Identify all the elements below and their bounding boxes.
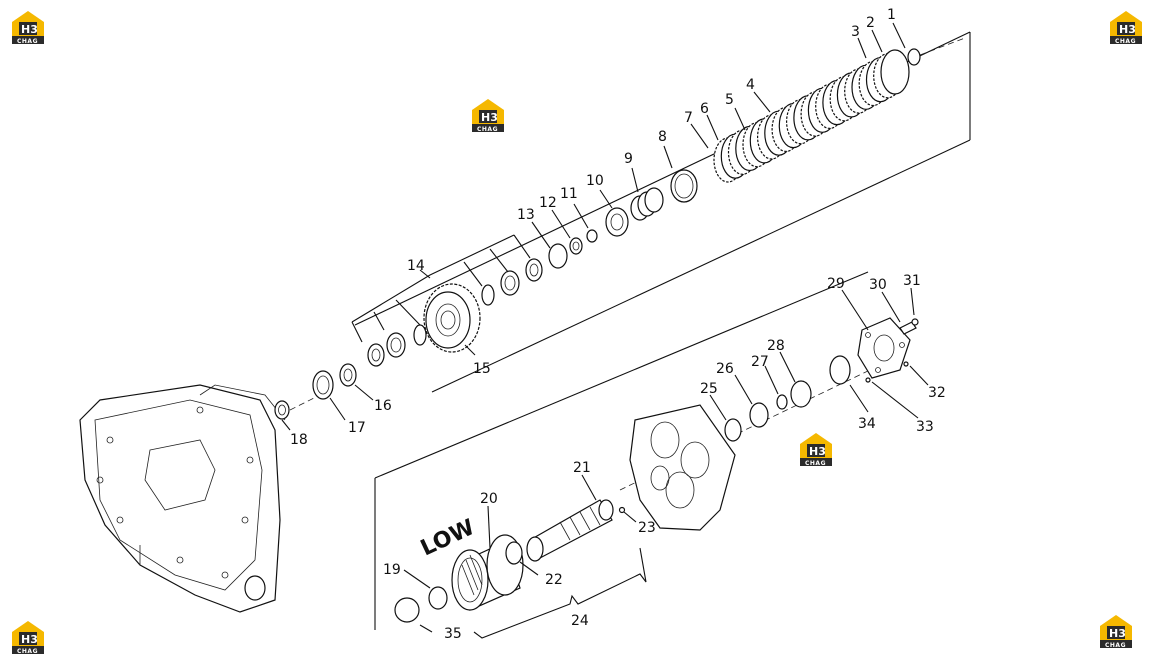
callout-5: 5 xyxy=(725,92,734,108)
svg-text:CHAG: CHAG xyxy=(1105,642,1126,649)
axis-lines xyxy=(289,37,966,491)
callout-29: 29 xyxy=(827,276,845,292)
part-1-snapring xyxy=(907,48,921,66)
svg-text:H3: H3 xyxy=(1119,23,1136,36)
part-22-ring xyxy=(505,541,523,565)
svg-text:H3: H3 xyxy=(21,23,38,36)
callout-19: 19 xyxy=(383,562,401,578)
callout-14: 14 xyxy=(407,258,425,274)
callout-26: 26 xyxy=(716,361,734,377)
callout-33: 33 xyxy=(916,419,934,435)
clutch-disc xyxy=(880,49,910,95)
callout-21: 21 xyxy=(573,460,591,476)
callout-1: 1 xyxy=(887,7,896,23)
svg-text:CHAG: CHAG xyxy=(17,648,38,655)
part-19-snapring xyxy=(428,586,448,610)
callout-10: 10 xyxy=(586,173,604,189)
cover-plate xyxy=(629,404,736,531)
callout-25: 25 xyxy=(700,381,718,397)
callout-15: 15 xyxy=(473,361,491,377)
callout-30: 30 xyxy=(869,277,887,293)
callout-32: 32 xyxy=(928,385,946,401)
bracket-24 xyxy=(473,547,647,639)
part-16-bearing xyxy=(339,363,357,387)
callout-7: 7 xyxy=(684,110,693,126)
part-8-piston xyxy=(670,169,698,203)
svg-text:CHAG: CHAG xyxy=(477,126,498,133)
svg-text:H3: H3 xyxy=(481,111,498,124)
part-20-low-drum xyxy=(451,534,524,611)
part-27-washer xyxy=(776,394,788,410)
callout-20: 20 xyxy=(480,491,498,507)
lower-group-frame xyxy=(374,271,869,630)
leader-lines xyxy=(281,22,929,633)
svg-text:H3: H3 xyxy=(21,633,38,646)
part-17-race xyxy=(312,370,334,400)
part-9-spring xyxy=(630,187,664,221)
part-29-cover xyxy=(857,317,911,379)
bracket-14 xyxy=(351,234,531,343)
clutch-disc-pack xyxy=(713,49,910,183)
part-12-washer xyxy=(569,237,583,255)
part-30-31-bolt xyxy=(899,318,919,335)
callout-18: 18 xyxy=(290,432,308,448)
callout-2: 2 xyxy=(866,15,875,31)
part-23-pin xyxy=(618,506,626,514)
part-14-bearings xyxy=(367,258,543,367)
callout-34: 34 xyxy=(858,416,876,432)
svg-text:CHAG: CHAG xyxy=(1115,38,1136,45)
part-10-seal xyxy=(605,207,629,237)
transmission-housing xyxy=(79,384,286,613)
part-35-oring xyxy=(394,597,420,623)
callout-labels: 1 2 3 4 5 6 7 8 9 10 11 12 13 14 15 16 1… xyxy=(290,7,946,642)
svg-text:CHAG: CHAG xyxy=(17,38,38,45)
callout-24: 24 xyxy=(571,613,589,629)
svg-text:H3: H3 xyxy=(809,445,826,458)
callout-22: 22 xyxy=(545,572,563,588)
callout-23: 23 xyxy=(638,520,656,536)
svg-text:CHAG: CHAG xyxy=(805,460,826,467)
part-11-snapring xyxy=(586,229,598,243)
svg-text:H3: H3 xyxy=(1109,627,1126,640)
part-21-shaft xyxy=(526,499,614,562)
callout-6: 6 xyxy=(700,101,709,117)
callout-9: 9 xyxy=(624,151,633,167)
part-13-spacer xyxy=(548,243,568,269)
callout-35: 35 xyxy=(444,626,462,642)
part-26-race xyxy=(749,402,769,428)
part-25-bearing xyxy=(724,418,742,442)
part-32-33-screws xyxy=(865,361,909,383)
part-18-bearing xyxy=(274,400,290,420)
part-34-gasket xyxy=(829,355,851,385)
part-28-oring xyxy=(790,380,812,408)
callout-31: 31 xyxy=(903,273,921,289)
part-15-gear xyxy=(423,283,481,353)
callout-4: 4 xyxy=(746,77,755,93)
callout-11: 11 xyxy=(560,186,578,202)
callout-17: 17 xyxy=(348,420,366,436)
callout-13: 13 xyxy=(517,207,535,223)
callout-16: 16 xyxy=(374,398,392,414)
callout-28: 28 xyxy=(767,338,785,354)
callout-8: 8 xyxy=(658,129,667,145)
callout-3: 3 xyxy=(851,24,860,40)
callout-27: 27 xyxy=(751,354,769,370)
callout-12: 12 xyxy=(539,195,557,211)
